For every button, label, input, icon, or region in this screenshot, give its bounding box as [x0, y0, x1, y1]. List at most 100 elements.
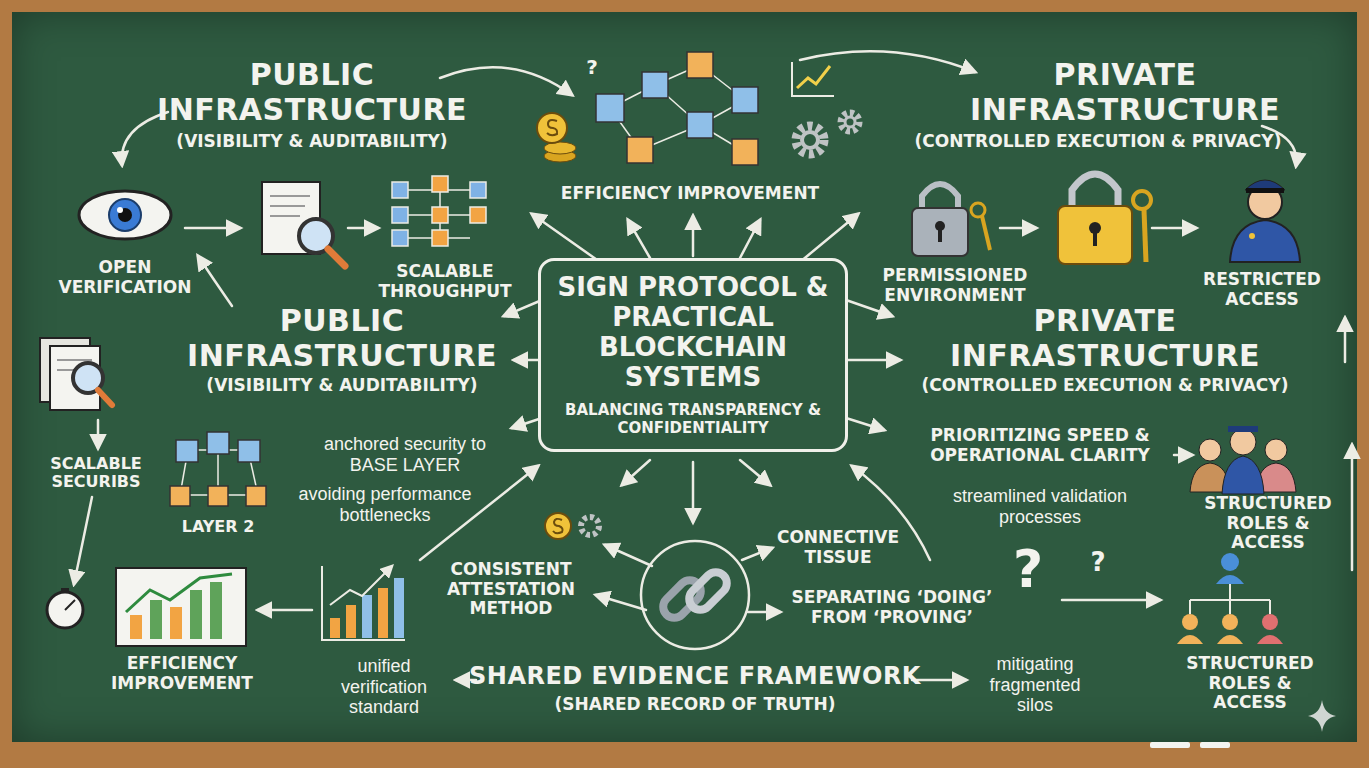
chalk-rect: [687, 112, 713, 138]
chalk-path: [547, 120, 557, 135]
chalk-rect: [61, 588, 69, 593]
caption-text: STRUCTURED ROLES & ACCESS: [1170, 654, 1330, 713]
chalk-path: [1152, 227, 1196, 230]
document-magnifier-icon: [262, 182, 345, 266]
chalk-rect: [732, 87, 758, 113]
caption-text: (SHARED RECORD OF TRUTH): [535, 695, 855, 715]
question-mark: ?: [1083, 548, 1113, 578]
chalk-rect: [470, 207, 486, 223]
caption-text: (CONTROLLED EXECUTION & PRIVACY): [878, 132, 1318, 152]
chalk-rect: [130, 615, 142, 639]
chalk-circle: [545, 513, 571, 539]
chalk-rect: [190, 590, 202, 639]
chalk-rect: [208, 486, 228, 506]
caption-text: CONNECTIVE TISSUE: [743, 528, 933, 567]
chalk-rect: [687, 52, 713, 78]
chalk-circle: [641, 541, 749, 649]
chalk-rect: [432, 176, 448, 192]
documents-magnifier-icon: [40, 338, 112, 410]
chalk-line: [982, 216, 990, 250]
note-text: anchored security to BASE LAYER: [305, 434, 505, 475]
chalk-circle: [802, 132, 818, 148]
chalk-line: [65, 600, 75, 610]
chalk-path: [1062, 599, 1160, 602]
chalk-path: [1217, 635, 1243, 644]
chalk-piece: [1200, 742, 1230, 748]
chalk-rect: [207, 432, 229, 454]
caption-text: STRUCTURED ROLES & ACCESS: [1193, 494, 1343, 553]
layer-two-icon: [170, 432, 266, 506]
chalk-path: [198, 256, 232, 306]
chalk-path: [1230, 220, 1300, 262]
heading-text: PUBLIC INFRASTRUCTURE: [132, 58, 492, 127]
chalk-circle: [841, 113, 859, 131]
chalk-path: [740, 220, 760, 258]
bar-chart-icon: [116, 568, 246, 646]
chalk-path: [1344, 318, 1347, 362]
chalk-circle: [845, 117, 855, 127]
coin-gear-icon: [545, 513, 599, 539]
chalk-path: [797, 66, 830, 88]
chalk-rect: [732, 139, 758, 165]
caption-text: PERMISSIONED ENVIRONMENT: [875, 266, 1035, 305]
chalk-rect: [685, 568, 732, 615]
chalk-rect: [378, 588, 388, 638]
chalk-path: [1000, 227, 1036, 230]
caption-text: EFFICIENCY IMPROVEMENT: [530, 184, 850, 204]
chalk-circle: [581, 517, 599, 535]
chalk-rect: [210, 582, 222, 639]
chalk-path: [185, 227, 240, 230]
gear-icon: [796, 113, 859, 154]
chalk-line: [1144, 210, 1146, 262]
chalk-circle: [1249, 233, 1255, 239]
note-text: mitigating fragmented silos: [970, 654, 1100, 716]
sparkle-mark: [1308, 700, 1336, 732]
chalk-path: [553, 519, 563, 533]
chalk-path: [622, 460, 650, 485]
heading-text: PRIVATE INFRASTRUCTURE: [925, 304, 1285, 373]
chalk-rect: [392, 182, 408, 198]
box-title: SIGN PROTOCOL & PRACTICAL BLOCKCHAIN SYS…: [551, 273, 835, 393]
chalk-path: [846, 418, 884, 430]
chalk-rect: [596, 94, 624, 122]
chalk-path: [1174, 454, 1192, 457]
chalk-path: [800, 214, 858, 262]
chalk-rect: [392, 230, 408, 246]
chalk-path: [1072, 174, 1118, 210]
caption-text: (VISIBILITY & AUDITABILITY): [122, 132, 502, 152]
chalk-rect: [394, 578, 404, 638]
chalk-rect: [176, 440, 198, 462]
chalk-line: [270, 215, 300, 217]
note-text: streamlined validation processes: [935, 486, 1145, 527]
org-chart-icon: [1177, 553, 1283, 644]
chalk-path: [692, 462, 695, 522]
chain-icon: [641, 541, 749, 649]
chalk-rect: [246, 486, 266, 506]
chalk-path: [348, 227, 378, 230]
question-mark: ?: [577, 56, 607, 79]
heading-text: PUBLIC INFRASTRUCTURE: [162, 304, 522, 373]
caption-text: OPEN VERIFICATION: [50, 258, 200, 297]
chalk-circle: [1222, 614, 1238, 630]
people-icon: [1190, 426, 1296, 494]
small-chart-icon: [792, 62, 834, 96]
coin-icon: [537, 113, 576, 162]
caption-text: (CONTROLLED EXECUTION & PRIVACY): [885, 376, 1325, 396]
chalk-path: [420, 466, 538, 560]
chalk-circle: [537, 113, 567, 143]
chalk-rect: [627, 137, 653, 163]
chalk-path: [97, 420, 100, 448]
eye-icon: [79, 191, 171, 239]
cube-network-icon: [596, 52, 758, 165]
chalk-path: [322, 566, 405, 640]
chalk-circle: [47, 592, 83, 628]
chalk-line: [328, 249, 345, 266]
central-box: SIGN PROTOCOL & PRACTICAL BLOCKCHAIN SYS…: [538, 258, 848, 452]
chalk-ellipse: [544, 142, 576, 154]
chalk-piece: [1150, 742, 1190, 748]
chalk-rect: [362, 595, 372, 638]
chalk-circle: [1265, 439, 1287, 461]
flowchart-icon: [392, 176, 486, 246]
chalk-line: [98, 390, 112, 405]
